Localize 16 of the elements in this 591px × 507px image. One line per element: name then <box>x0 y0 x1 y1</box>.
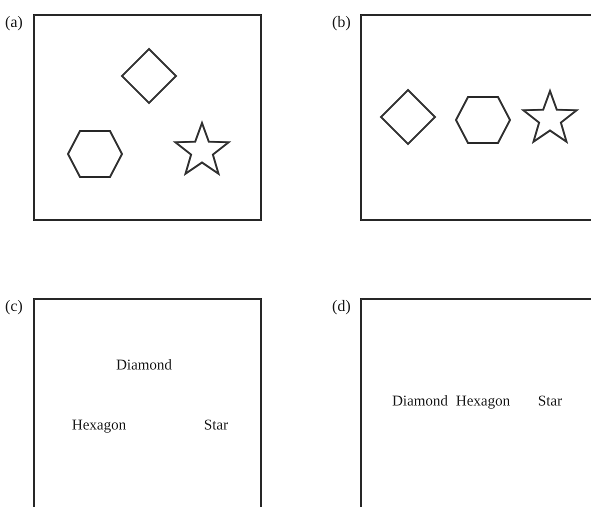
panel-label: (b) <box>332 14 351 32</box>
shape-name: Star <box>204 418 228 434</box>
shape-name: Hexagon <box>456 394 510 410</box>
shape-name: Diamond <box>116 358 172 374</box>
hexagon-shape <box>455 96 511 144</box>
diamond-shape <box>121 48 177 104</box>
panel-label: (a) <box>5 14 23 32</box>
diamond-shape <box>380 89 436 145</box>
shape-name: Star <box>538 394 562 410</box>
star-shape <box>174 123 230 177</box>
panel-label: (c) <box>5 298 23 316</box>
hexagon-shape <box>67 130 123 178</box>
shape-name: Hexagon <box>72 418 126 434</box>
shape-name: Diamond <box>392 394 448 410</box>
panel-label: (d) <box>332 298 351 316</box>
star-shape <box>522 91 578 145</box>
